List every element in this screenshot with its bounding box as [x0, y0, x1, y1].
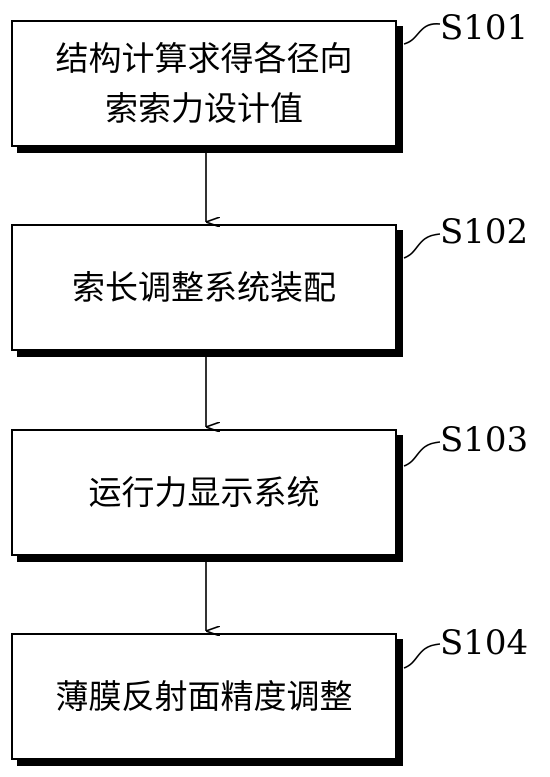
step-label-s104: S104 — [440, 623, 529, 663]
leader-line-s103 — [403, 441, 441, 467]
step-box-s102: 索长调整系统装配 — [11, 224, 397, 351]
leader-line-s104 — [403, 643, 441, 669]
step-box-s101: 结构计算求得各径向 索索力设计值 — [11, 20, 397, 147]
step-label-s103: S103 — [440, 420, 529, 460]
step-text-line: 索索力设计值 — [105, 88, 303, 128]
step-label-s101: S101 — [440, 8, 529, 48]
step-label-s102: S102 — [440, 212, 529, 252]
step-box-s103: 运行力显示系统 — [11, 429, 397, 556]
step-text-line: 结构计算求得各径向 — [55, 38, 353, 78]
leader-line-s102 — [403, 233, 441, 259]
step-text-line: 运行力显示系统 — [88, 472, 320, 512]
step-box-s104: 薄膜反射面精度调整 — [11, 633, 397, 760]
step-text-line: 索长调整系统装配 — [72, 267, 336, 307]
step-text-line: 薄膜反射面精度调整 — [55, 676, 353, 716]
leader-line-s101 — [403, 23, 441, 45]
